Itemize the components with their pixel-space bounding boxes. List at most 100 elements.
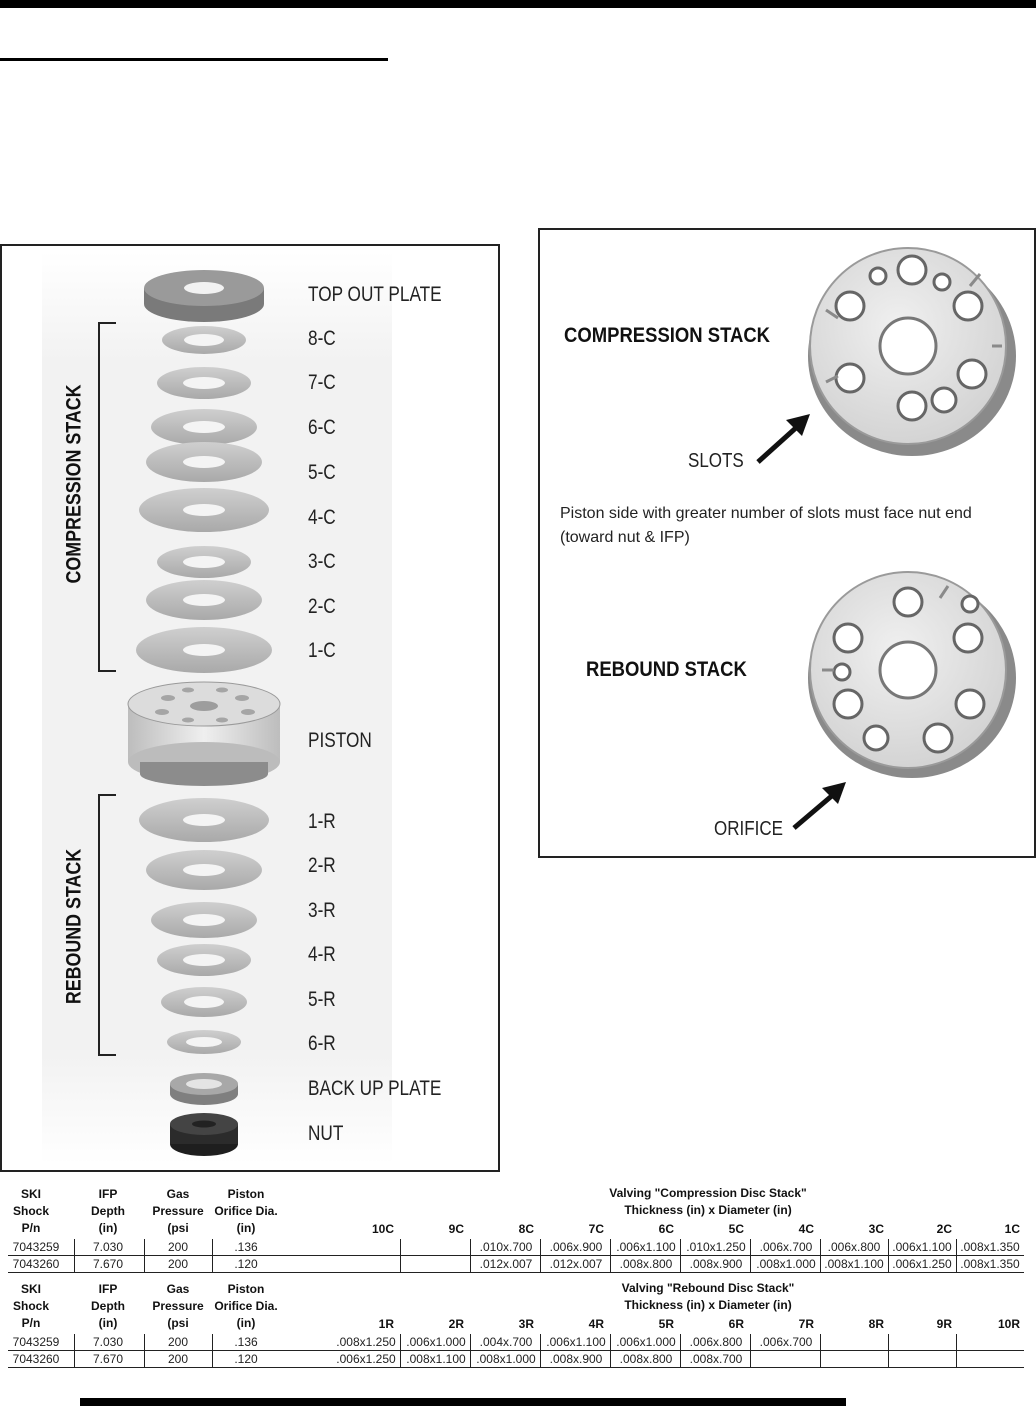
- rebound-table-subtitle: Thickness (in) x Diameter (in): [624, 1298, 792, 1312]
- label-5c: 5-C: [308, 461, 336, 484]
- top-out-plate-shape: [144, 270, 264, 322]
- compression-col-2c: 2C: [936, 1222, 952, 1236]
- label-4c: 4-C: [308, 506, 336, 529]
- rebound-col-6r: 6R: [728, 1317, 744, 1331]
- compression-row2-4c: .008x1.000: [756, 1257, 816, 1271]
- compression-col-1c: 1C: [1004, 1222, 1020, 1236]
- disc-5r-shape: [161, 987, 247, 1017]
- rebound-row1-1r: .008x1.250: [336, 1335, 396, 1349]
- disc-4c-shape: [139, 488, 269, 532]
- compression-row1-ifp: 7.030: [92, 1240, 124, 1254]
- rebound-row1-pn: 7043259: [12, 1335, 60, 1349]
- compression-table-title: Valving "Compression Disc Stack": [609, 1186, 807, 1200]
- compression-row1-gas: 200: [167, 1240, 189, 1254]
- rebound-col-1r: 1R: [378, 1317, 394, 1331]
- piston-orientation-note: Piston side with greater number of slots…: [560, 505, 972, 546]
- compression-bracket: [98, 322, 116, 672]
- rebound-row1-5r: .006x1.000: [616, 1335, 676, 1349]
- nut-shape: [170, 1113, 238, 1156]
- stack-diagram-art: [42, 252, 392, 1164]
- bottom-rule: [80, 1398, 846, 1406]
- rebound-col-8r: 8R: [868, 1317, 884, 1331]
- label-3r: 3-R: [308, 899, 336, 922]
- compression-row1-4c: .006x.700: [759, 1240, 813, 1254]
- disc-2r-shape: [146, 850, 262, 890]
- rebound-row2-gas: 200: [167, 1352, 189, 1366]
- compression-row1-8c: .010x.700: [479, 1240, 533, 1254]
- label-4r: 4-R: [308, 943, 336, 966]
- label-6r: 6-R: [308, 1032, 336, 1055]
- compression-row2-5c: .008x.900: [689, 1257, 743, 1271]
- label-6c: 6-C: [308, 416, 336, 439]
- compression-col-8c: 8C: [518, 1222, 534, 1236]
- rebound-col-7r: 7R: [798, 1317, 814, 1331]
- compression-row1-pn: 7043259: [12, 1240, 60, 1254]
- disc-5c-shape: [146, 442, 262, 482]
- stack-diagram-panel: COMPRESSION STACK REBOUND STACK TOP OUT …: [0, 244, 500, 1172]
- disc-7c-shape: [157, 367, 251, 399]
- compression-row1-1c: .008x1.350: [960, 1240, 1020, 1254]
- disc-2c-shape: [146, 580, 262, 620]
- rebound-row1-orifice: .136: [234, 1335, 258, 1349]
- rebound-row1-4r: .006x1.100: [546, 1335, 606, 1349]
- piston-detail-art: [756, 247, 1016, 830]
- compression-row2-8c: .012x.007: [479, 1257, 533, 1271]
- rebound-row1-ifp: 7.030: [92, 1335, 124, 1349]
- top-rule: [0, 0, 1036, 8]
- label-nut: NUT: [308, 1122, 344, 1145]
- rebound-col-2r: 2R: [448, 1317, 464, 1331]
- rebound-stack-vertical-label: REBOUND STACK: [62, 848, 86, 1005]
- compression-row1-3c: .006x.800: [827, 1240, 881, 1254]
- rebound-row2-2r: .008x1.100: [406, 1352, 466, 1366]
- disc-3c-shape: [157, 546, 251, 578]
- label-1r: 1-R: [308, 810, 336, 833]
- rebound-row2-pn: 7043260: [12, 1352, 60, 1366]
- label-back-up-plate: BACK UP PLATE: [308, 1077, 442, 1100]
- compression-col-4c: 4C: [798, 1222, 814, 1236]
- rebound-col-5r: 5R: [658, 1317, 674, 1331]
- compression-row2-ifp: 7.670: [92, 1257, 124, 1271]
- label-7c: 7-C: [308, 371, 336, 394]
- piston-detail-panel: COMPRESSION STACK SLOTS Piston side with…: [538, 228, 1036, 858]
- disc-6r-shape: [167, 1030, 241, 1054]
- compression-row2-2c: .006x1.250: [892, 1257, 952, 1271]
- compression-row2-gas: 200: [167, 1257, 189, 1271]
- label-2r: 2-R: [308, 854, 336, 877]
- rebound-row2-orifice: .120: [234, 1352, 258, 1366]
- piston-rebound-heading: REBOUND STACK: [586, 658, 747, 681]
- orifice-arrow: [792, 782, 846, 830]
- rebound-row1-gas: 200: [167, 1335, 189, 1349]
- rebound-col-10r: 10R: [997, 1317, 1020, 1331]
- label-top-out-plate: TOP OUT PLATE: [308, 283, 442, 306]
- compression-col-3c: 3C: [868, 1222, 884, 1236]
- label-1c: 1-C: [308, 639, 336, 662]
- rebound-col-4r: 4R: [588, 1317, 604, 1331]
- rebound-col-3r: 3R: [518, 1317, 534, 1331]
- compression-table-subtitle: Thickness (in) x Diameter (in): [624, 1203, 792, 1217]
- compression-row1-6c: .006x1.100: [616, 1240, 676, 1254]
- compression-row1-orifice: .136: [234, 1240, 258, 1254]
- disc-6c-shape: [151, 409, 257, 445]
- compression-col-6c: 6C: [658, 1222, 674, 1236]
- compression-row1-2c: .006x1.100: [892, 1240, 952, 1254]
- rebound-row2-4r: .008x.900: [549, 1352, 603, 1366]
- compression-col-5c: 5C: [728, 1222, 744, 1236]
- rebound-row1-2r: .006x1.000: [406, 1335, 466, 1349]
- rebound-row1-7r: .006x.700: [759, 1335, 813, 1349]
- slots-label: SLOTS: [688, 450, 744, 472]
- compression-stack-vertical-label: COMPRESSION STACK: [62, 384, 86, 584]
- title-rule: [0, 58, 388, 61]
- compression-row2-6c: .008x.800: [619, 1257, 673, 1271]
- compression-col-9c: 9C: [448, 1222, 464, 1236]
- piston-compression-heading: COMPRESSION STACK: [564, 324, 771, 347]
- compression-col-7c: 7C: [588, 1222, 604, 1236]
- rebound-row2-3r: .008x1.000: [476, 1352, 536, 1366]
- compression-piston-shape: [808, 247, 1016, 456]
- compression-col-10c: 10C: [371, 1222, 394, 1236]
